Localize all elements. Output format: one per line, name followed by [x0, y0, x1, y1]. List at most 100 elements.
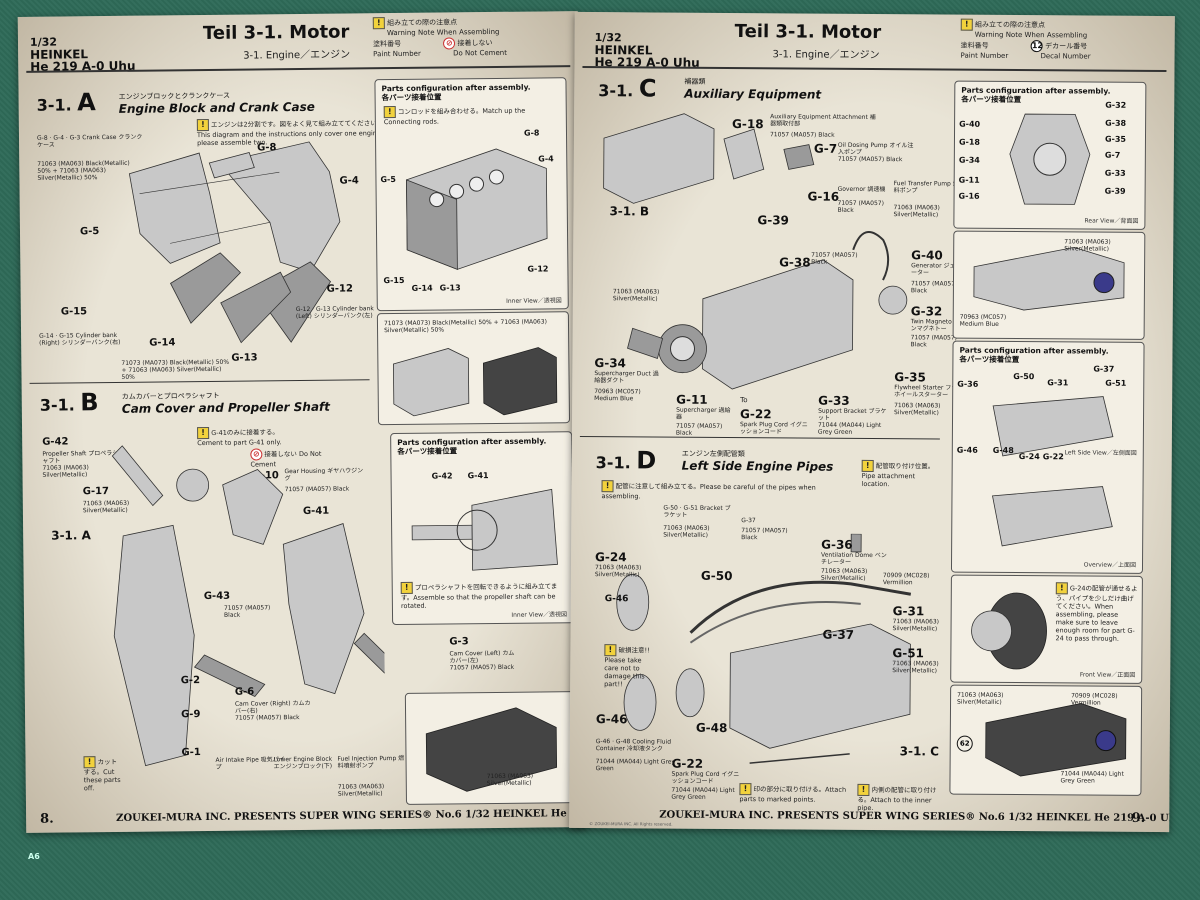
part-g4: G-4 — [339, 175, 359, 187]
copyright: © ZOUKEI-MURA INC. All Rights reserved. — [589, 821, 673, 827]
to-label: To — [740, 396, 748, 405]
g50-g51-paint: 71063 (MA063) Silver(Metallic) — [663, 524, 710, 539]
g38-paint: 71057 (MA057) Black — [811, 251, 858, 266]
silver-paint: 71063 (MA063) Silver(Metallic) — [612, 288, 660, 303]
part-g22-d: G-22 — [671, 756, 704, 771]
inner-pipe-note: ! 内側の配管に取り付ける。Attach to the inner pipe. — [857, 783, 949, 813]
left-header: 1/32 HEINKEL He 219 A-0 Uhu Teil 3-1. Mo… — [18, 11, 579, 74]
section-3-1-c-heading: 3-1. C 補器類 Auxiliary Equipment — [598, 74, 821, 102]
decal-number-badge: 62 — [956, 735, 973, 752]
front-view-drawing — [971, 592, 1047, 670]
warning-icon: ! — [196, 118, 209, 132]
engine-photo-box-d: 71063 (MA063) Silver(Metallic) 70909 (MC… — [949, 684, 1143, 796]
part-g31: G-31 — [892, 604, 925, 619]
part-g48: G-48 — [695, 720, 728, 735]
cap-en: Parts configuration after assembly. — [397, 436, 547, 448]
part-g24: G-24 — [595, 550, 627, 565]
page-number: 9. — [1131, 810, 1146, 826]
box-caption: Parts configuration after assembly. 各パーツ… — [381, 83, 530, 103]
parts-configuration-box-c: Parts configuration after assembly. 各パーツ… — [953, 80, 1147, 230]
g11-label: Supercharger 過給器 — [676, 406, 731, 421]
g18-label: Auxiliary Equipment Attachment 補器類取付部 — [770, 113, 876, 128]
part-g8: G-8 — [257, 142, 277, 154]
part-g50: G-50 — [700, 568, 733, 584]
footer-text: ZOUKEI-MURA INC. PRESENTS SUPER WING SER… — [116, 807, 586, 824]
part-g6: G-6 — [234, 686, 255, 698]
g36-paint: 71063 (MA063) Silver(Metallic) — [820, 567, 868, 582]
mix-paint-label: 71073 (MA073) Black(Metallic) 50% + 7106… — [383, 318, 547, 335]
part-g34: G-34 — [594, 356, 626, 371]
part-g46: G-46 — [956, 445, 978, 455]
sec-letter: A — [77, 88, 96, 117]
g7-paint: 71057 (MA057) Black — [837, 155, 903, 164]
cap-en: Parts configuration after assembly. — [381, 82, 531, 94]
ref-3-1-c: 3-1. C — [899, 744, 939, 759]
part-g35: G-35 — [1104, 134, 1127, 144]
part-g16: G-16 — [958, 191, 980, 201]
part-g18: G-18 — [958, 137, 981, 147]
left-page: 1/32 HEINKEL He 219 A-0 Uhu Teil 3-1. Mo… — [17, 11, 587, 833]
parts-configuration-box-a: Parts configuration after assembly. 各パーツ… — [374, 77, 569, 312]
silver-paint: 71063 (MA063) Silver(Metallic) — [1064, 238, 1111, 253]
note-text: 内側の配管に取り付ける。Attach to the inner pipe. — [857, 786, 937, 813]
g14-g15-label: G-14 · G-15 Cylinder bank (Right) シリンダーバ… — [39, 331, 121, 347]
decal-en: Decal Number — [1040, 52, 1091, 61]
part-g48: G-48 — [992, 445, 1014, 455]
engine-photo-c — [973, 246, 1125, 311]
part-g37: G-37 — [1093, 364, 1115, 374]
warning-icon: ! — [960, 18, 973, 31]
part-g13: G-13 — [439, 283, 461, 293]
warning-icon: ! — [372, 17, 385, 30]
mat-corner-label: A6 — [28, 852, 40, 861]
nocement-jp: 接着しない — [457, 38, 493, 48]
warning-icon: ! — [383, 106, 396, 119]
cap-jp: 各パーツ接着位置 — [381, 92, 442, 103]
part-g15: G-15 — [383, 275, 405, 286]
paint-mix-photo-box: 71073 (MA073) Black(Metallic) 50% + 7106… — [376, 311, 571, 426]
shaft-assembly-drawing — [411, 488, 558, 571]
warn-en: Warning Note When Assembling — [974, 30, 1088, 40]
engine-photos — [392, 347, 558, 417]
note-text: プロペラシャフトを回転できるように組み立てます。Assemble so that… — [400, 582, 558, 610]
note-text: 配管に注意して組み立てる。Please be careful of the pi… — [601, 482, 816, 501]
cut-note: ! カットする。Cut these parts off. — [83, 756, 123, 792]
part-g43: G-43 — [203, 590, 231, 603]
ref-3-1-a: 3-1. A — [51, 528, 91, 543]
right-header: 1/32 HEINKEL He 219 A-0 Uhu Teil 3-1. Mo… — [574, 12, 1174, 72]
right-page: 1/32 HEINKEL He 219 A-0 Uhu Teil 3-1. Mo… — [569, 11, 1175, 833]
note-text: 印の部分に取り付ける。Attach parts to marked points… — [739, 785, 847, 804]
part-g41: G-41 — [467, 471, 489, 481]
no-cement-icon: ⊘ — [443, 37, 456, 50]
g22-d-paint: 71044 (MA044) Light Grey Green — [671, 786, 735, 801]
parts-configuration-box-b: Parts configuration after assembly. 各パーツ… — [390, 431, 575, 626]
part-g33: G-33 — [818, 393, 850, 408]
part-g38: G-38 — [779, 255, 811, 270]
part-g33: G-33 — [1104, 168, 1126, 178]
part-g11: G-11 — [958, 175, 980, 185]
sec-num: 3-1. — [595, 453, 631, 473]
part-g32: G-32 — [910, 304, 943, 319]
part-g14: G-14 — [411, 283, 433, 293]
section-3-1-b-heading: 3-1. B カムカバーとプロペラシャフト Cam Cover and Prop… — [40, 388, 330, 417]
part-g22: G-22 — [1042, 452, 1064, 462]
vermilion-paint: 70909 (MC028) Vermillion — [882, 572, 930, 587]
g43-paint: 71057 (MA057) Black — [223, 604, 271, 619]
part-g40: G-40 — [959, 119, 981, 129]
medblue-paint: 70963 (MC057) Medium Blue — [959, 313, 1007, 328]
teil-subtitle: 3-1. Engine／エンジン — [243, 49, 351, 62]
part-g31: G-31 — [1047, 378, 1069, 388]
left-view-label: Left Side View／左側面図 — [1064, 449, 1137, 457]
g46-g48-label: G-46 · G-48 Cooling Fluid Container 冷却液タ… — [595, 738, 672, 753]
section-3-1-d-heading: 3-1. D エンジン左側配管類 Left Side Engine Pipes — [595, 446, 834, 474]
footer-text: ZOUKEI-MURA INC. PRESENTS SUPER WING SER… — [659, 809, 1175, 825]
part-g40: G-40 — [911, 248, 943, 263]
warning-legend: ! 組み立ての際の注意点 Warning Note When Assemblin… — [372, 16, 507, 59]
g34-paint: 70963 (MC057) Medium Blue — [594, 388, 641, 403]
part-g39: G-39 — [757, 213, 789, 228]
silver-paint: 71063 (MA063) Silver(Metallic) — [957, 691, 1004, 706]
part-g4: G-4 — [538, 154, 554, 164]
part-g8: G-8 — [523, 128, 540, 138]
part-g51: G-51 — [1105, 378, 1127, 388]
g6-label: Cam Cover (Right) カムカバー(右) — [234, 699, 311, 715]
engine-pipes-drawing — [616, 533, 912, 764]
